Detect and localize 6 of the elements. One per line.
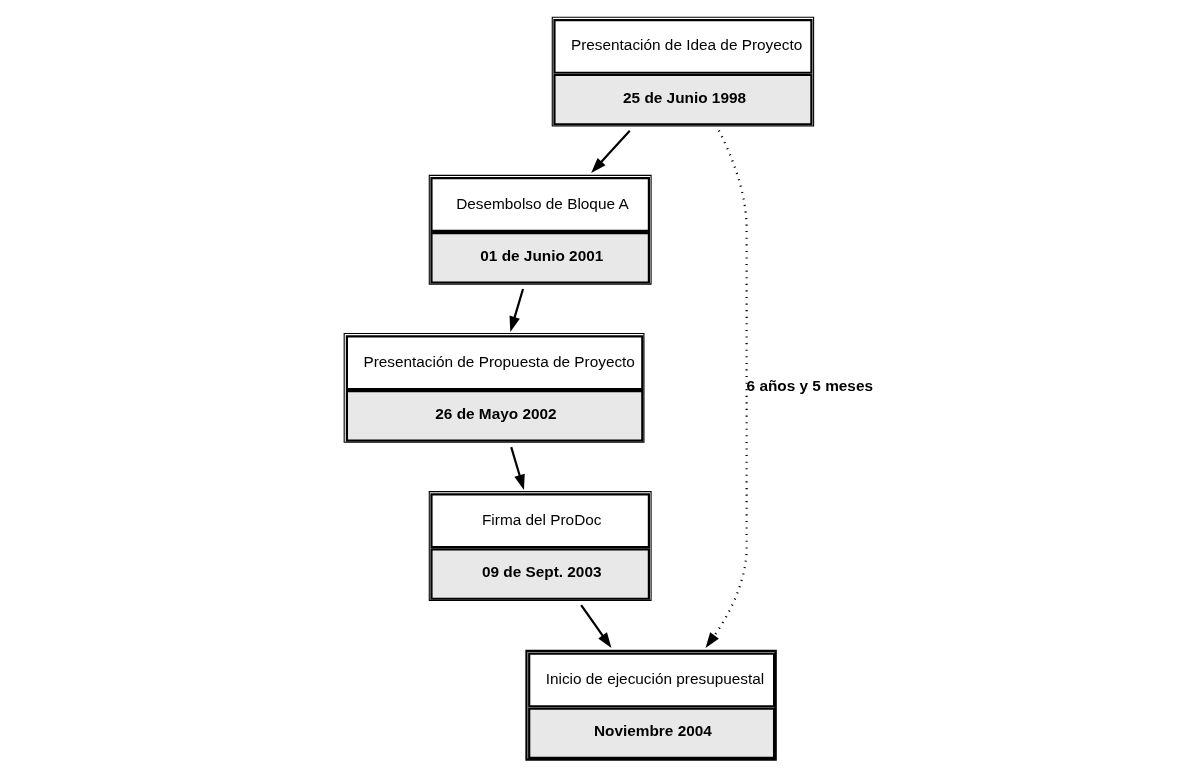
arrow: [579, 604, 611, 649]
arrow: [509, 288, 524, 332]
arrow: [705, 130, 748, 648]
arrow: [509, 446, 525, 490]
arrow: [590, 130, 631, 174]
edge-label: 6 años y 5 meses: [746, 376, 873, 394]
